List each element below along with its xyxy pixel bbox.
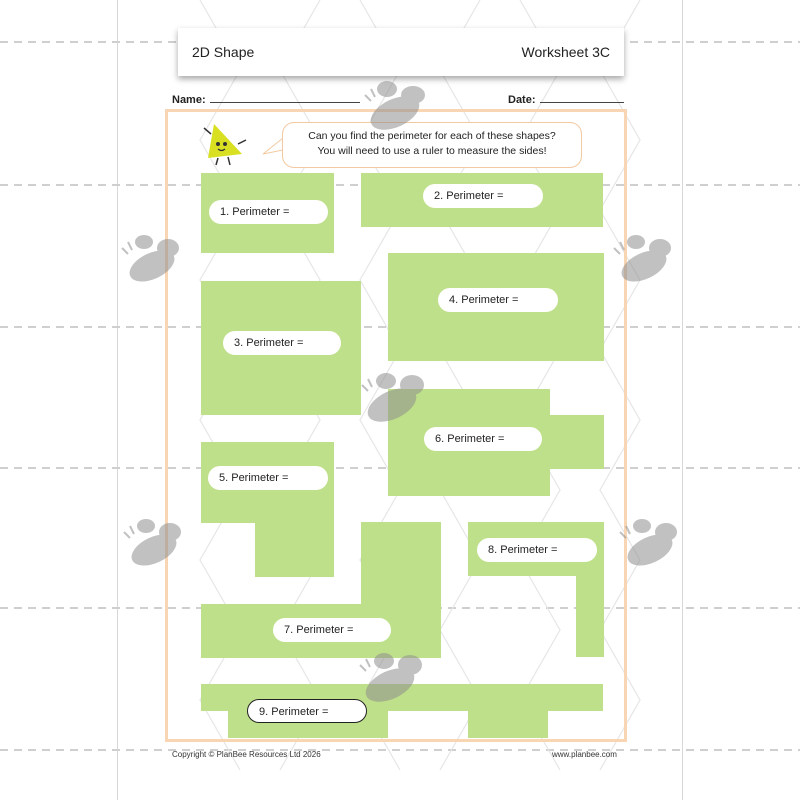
perimeter-label-2[interactable]: 2. Perimeter = [423,184,543,208]
perimeter-label-3[interactable]: 3. Perimeter = [223,331,341,355]
name-label: Name: [172,94,206,106]
date-field[interactable]: Date: [508,92,624,106]
perimeter-label-4[interactable]: 4. Perimeter = [438,288,558,312]
instruction-line-2: You will need to use a ruler to measure … [317,145,547,157]
date-label: Date: [508,94,536,106]
perimeter-label-9[interactable]: 9. Perimeter = [247,699,367,723]
website-link[interactable]: www.planbee.com [552,750,617,759]
perimeter-label-6[interactable]: 6. Perimeter = [424,427,542,451]
shape-6-tab [549,415,604,469]
perimeter-label-1[interactable]: 1. Perimeter = [209,200,328,224]
instruction-line-1: Can you find the perimeter for each of t… [308,130,556,142]
speech-bubble-tail [262,136,284,155]
header-banner: 2D Shape Worksheet 3C [178,28,624,76]
perimeter-label-7[interactable]: 7. Perimeter = [273,618,391,642]
triangle-mascot-icon [203,124,247,166]
perimeter-label-8[interactable]: 8. Perimeter = [477,538,597,562]
worksheet-topic: 2D Shape [192,44,255,60]
copyright-footer: Copyright © PlanBee Resources Ltd 2026 [172,750,321,759]
name-field[interactable]: Name: [172,92,360,106]
shape-9-right-block [468,684,548,738]
worksheet-number: Worksheet 3C [521,44,610,60]
shape-5-bottom [255,522,334,577]
perimeter-label-5[interactable]: 5. Perimeter = [208,466,328,490]
instruction-speech-bubble: Can you find the perimeter for each of t… [282,122,582,168]
